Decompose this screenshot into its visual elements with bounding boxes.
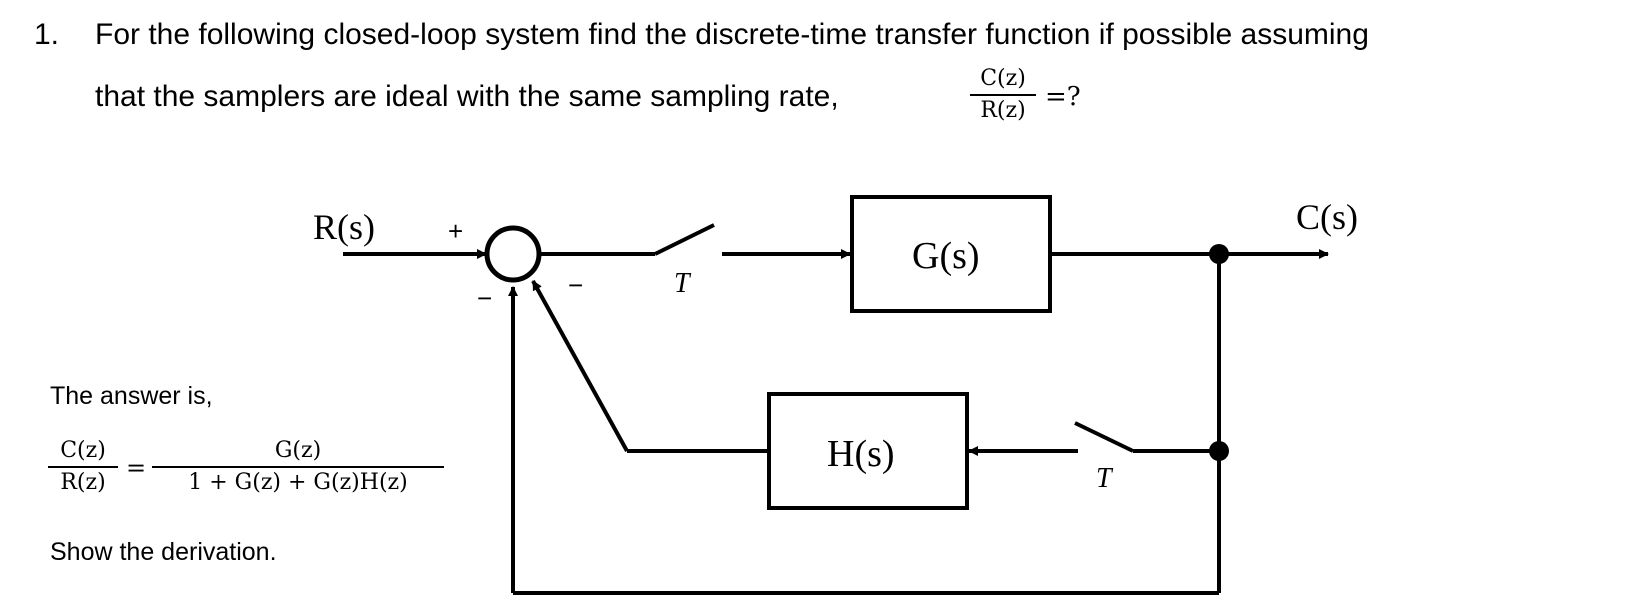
- question-fraction-bar: [970, 94, 1036, 96]
- answer-label: The answer is,: [50, 382, 213, 410]
- answer-equals: =: [126, 454, 147, 482]
- pickoff-dot-top: [1209, 244, 1229, 264]
- answer-lhs-denominator: R(z): [60, 470, 106, 495]
- minus-sign-bottom: −: [477, 283, 492, 313]
- question-fraction-denominator: R(z): [980, 98, 1026, 123]
- answer-rhs-denominator: 1 + G(z) + G(z)H(z): [188, 470, 408, 495]
- answer-lhs-fraction: C(z) R(z): [48, 438, 118, 496]
- output-label: C(s): [1296, 197, 1358, 237]
- forward-block-label: G(s): [912, 235, 980, 277]
- answer-rhs-bar: [152, 466, 444, 468]
- question-fraction: C(z) R(z): [970, 66, 1036, 124]
- question-suffix: =?: [1045, 82, 1081, 112]
- answer-lhs-numerator: C(z): [60, 438, 106, 463]
- feedback-diagonal-line: [531, 280, 629, 452]
- pickoff-dot-bottom: [1209, 441, 1229, 461]
- plus-sign: +: [448, 216, 463, 246]
- feedback-sampler-label: T: [1096, 463, 1114, 494]
- forward-sampler-switch: [654, 223, 715, 256]
- answer-lhs-bar: [48, 466, 118, 468]
- feedback-block-label: H(s): [827, 433, 895, 475]
- question-text-line2: that the samplers are ideal with the sam…: [95, 80, 839, 113]
- answer-rhs-numerator: G(z): [274, 438, 322, 463]
- summing-junction: [484, 225, 542, 283]
- question-number: 1.: [34, 18, 60, 51]
- derivation-instruction: Show the derivation.: [50, 538, 277, 566]
- question-text-line1: For the following closed-loop system fin…: [95, 18, 1369, 51]
- input-label: R(s): [313, 207, 375, 247]
- minus-sign-diagonal: −: [568, 270, 583, 300]
- forward-sampler-label: T: [674, 268, 692, 299]
- answer-rhs-fraction: G(z) 1 + G(z) + G(z)H(z): [152, 438, 444, 496]
- question-fraction-numerator: C(z): [980, 66, 1026, 91]
- feedback-sampler-switch: [1074, 421, 1134, 453]
